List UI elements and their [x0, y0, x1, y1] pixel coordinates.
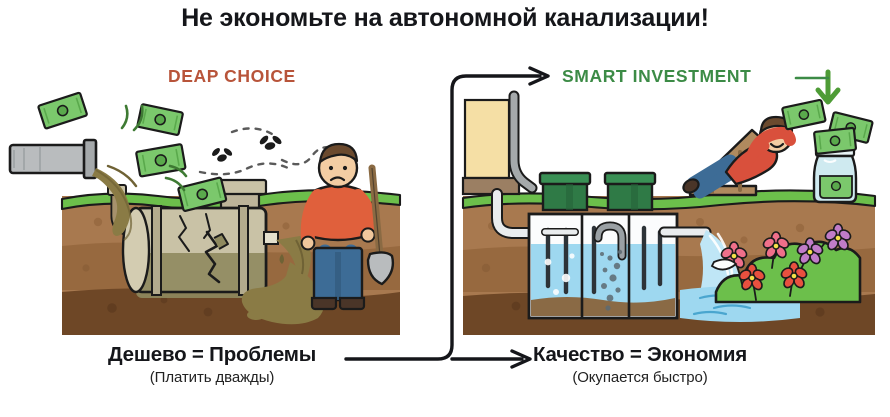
flow-arrow [344, 66, 550, 369]
fly-trails [198, 127, 342, 176]
leaking-sewage-left [241, 236, 324, 325]
fly-icon-1 [212, 148, 233, 162]
caption-left: Дешево = Проблемы (Платить дважды) [108, 343, 316, 386]
inlet-pipe-right [491, 188, 547, 239]
clean-water-discharge [680, 230, 800, 322]
riser-hatch-left [212, 178, 268, 224]
treatment-tank [527, 212, 712, 320]
access-hatch-1 [538, 171, 592, 212]
caption-right: Качество = Экономия (Окупается быстро) [533, 343, 747, 386]
access-hatch-2 [603, 171, 657, 212]
scene-right-good [461, 69, 877, 335]
flower-icon [796, 237, 824, 265]
soil-layers-left [62, 196, 400, 335]
label-smart-investment: SMART INVESTMENT [562, 66, 752, 86]
caption-left-sub: (Платить дважды) [149, 369, 275, 386]
sad-man-with-shovel [300, 142, 395, 311]
flower-bushes [710, 223, 862, 304]
scene-left-bad [8, 91, 402, 335]
arrow-down-icon [815, 69, 841, 105]
falling-money-bills [781, 98, 874, 155]
flower-icon [738, 263, 766, 291]
relaxing-man-on-lounger [682, 115, 796, 199]
grass-strip-right [461, 184, 877, 211]
page-title: Не экономьте на автономной канализации! [181, 4, 709, 32]
flower-icon [762, 231, 790, 259]
flower-icon [720, 241, 748, 269]
flower-icon [824, 223, 852, 251]
gray-outflow-pipe [8, 138, 98, 180]
cracked-septic-tank [121, 205, 279, 298]
fly-icon-2 [259, 135, 282, 150]
flower-icon [780, 261, 808, 289]
label-deap-choice: DEAP CHOICE [168, 66, 296, 86]
grass-strip-left [60, 184, 402, 211]
caption-left-headline: Дешево = Проблемы [108, 343, 317, 366]
spilled-sewage-stream [92, 164, 138, 241]
soil-layers-right [463, 196, 875, 335]
caption-right-headline: Качество = Экономия [533, 343, 748, 366]
caption-right-sub: (Окупается быстро) [572, 369, 708, 386]
aeration-bubbles [600, 249, 623, 311]
savings-jar [812, 146, 858, 204]
downpipe [508, 90, 538, 194]
house-wall [461, 98, 521, 196]
flying-money-bills [37, 91, 228, 212]
inlet-pipe-left [107, 184, 158, 238]
